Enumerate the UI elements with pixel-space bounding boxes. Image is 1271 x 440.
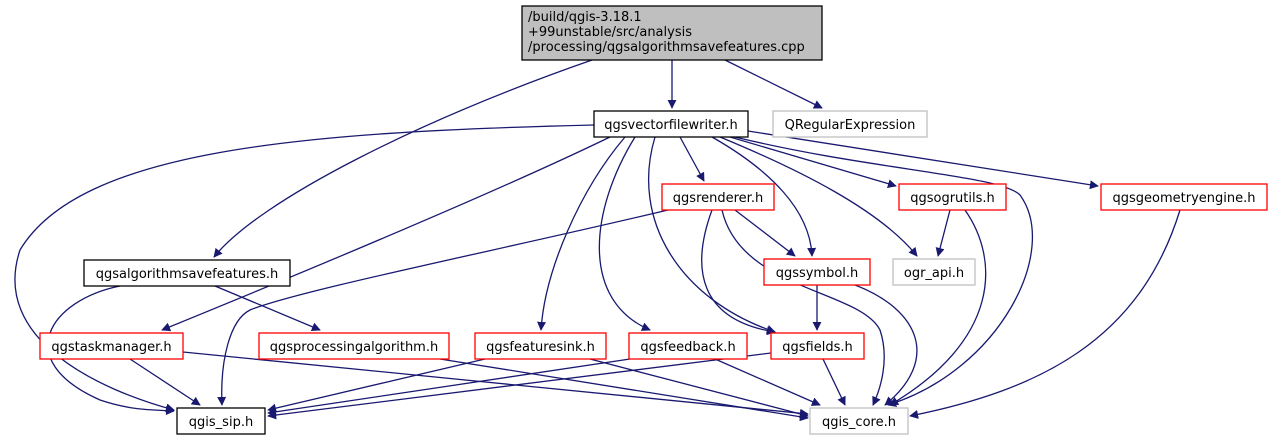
node-box (892, 258, 976, 286)
edge-geomeng-core (909, 209, 1181, 419)
edge-renderer-sip (217, 209, 669, 406)
node-label: qgsvectorfilewriter.h (604, 118, 738, 133)
edge-taskmgr-sip (129, 358, 201, 406)
node-label: qgis_sip.h (189, 415, 253, 430)
edge-root-qre (724, 59, 823, 109)
node-core: qgis_core.h (809, 407, 909, 435)
edge-vfw-ogrutils (729, 136, 897, 189)
node-label: +99unstable/src/analysis (528, 25, 692, 40)
edge-vfw-ograpi (719, 136, 918, 257)
node-label: qgsfeaturesink.h (486, 340, 595, 355)
node-box (474, 332, 607, 360)
node-label: qgsalgorithmsavefeatures.h (96, 267, 279, 282)
edges-layer (14, 59, 1181, 422)
node-sip[interactable]: qgis_sip.h (176, 407, 266, 435)
edge-fields-core (822, 358, 846, 406)
edge-vfw-geomeng (747, 130, 1099, 190)
edge-symbol-core (854, 284, 918, 406)
node-label: /build/qgis-3.18.1 (528, 10, 642, 25)
node-box (628, 332, 748, 360)
edge-feedback-sip (267, 358, 631, 417)
node-label: qgis_core.h (822, 415, 896, 430)
edge-renderer-core (721, 209, 885, 406)
edge-renderer-symbol (734, 209, 796, 257)
node-box (772, 110, 928, 138)
node-geomeng[interactable]: qgsgeometryengine.h (1100, 183, 1268, 211)
node-label: ogr_api.h (904, 266, 964, 281)
edge-vfw-renderer (679, 136, 705, 182)
node-ogrutils[interactable]: qgsogrutils.h (898, 183, 1007, 211)
edge-ogrutils-ograpi (935, 209, 951, 257)
node-label: qgstaskmanager.h (51, 340, 171, 355)
node-box (898, 183, 1007, 211)
node-label: qgsgeometryengine.h (1113, 191, 1256, 206)
node-box (176, 407, 266, 435)
edge-renderer-fields (701, 209, 776, 336)
edge-taskmgr-core (182, 351, 809, 418)
node-procalg[interactable]: qgsprocessingalgorithm.h (258, 332, 450, 360)
node-box (1100, 183, 1268, 211)
node-feedback[interactable]: qgsfeedback.h (628, 332, 748, 360)
node-box (83, 259, 291, 287)
node-label: qgsprocessingalgorithm.h (270, 340, 438, 355)
node-box (39, 332, 184, 360)
node-asf[interactable]: qgsalgorithmsavefeatures.h (83, 259, 291, 287)
edge-vfw-feedback (598, 136, 651, 331)
node-renderer[interactable]: qgsrenderer.h (661, 183, 775, 211)
node-featsink[interactable]: qgsfeaturesink.h (474, 332, 607, 360)
node-box (593, 110, 749, 138)
edge-vfw-sip (14, 124, 595, 413)
edge-root-asf (213, 59, 593, 258)
node-box (521, 5, 823, 61)
edge-asf-procalg (214, 285, 321, 332)
edge-vfw-taskmgr (161, 136, 611, 332)
node-ograpi: ogr_api.h (892, 258, 976, 286)
edge-vfw-featsink (537, 136, 626, 331)
edge-procalg-core (439, 358, 809, 422)
node-label: qgsrenderer.h (673, 191, 763, 206)
node-vfw[interactable]: qgsvectorfilewriter.h (593, 110, 749, 138)
edge-asf-sip (47, 285, 175, 416)
node-fields[interactable]: qgsfields.h (770, 332, 865, 360)
edge-vfw-symbol (711, 136, 817, 257)
node-box (770, 332, 865, 360)
node-qre: QRegularExpression (772, 110, 928, 138)
node-label: QRegularExpression (785, 118, 916, 133)
node-box (809, 407, 909, 435)
edge-ogrutils-core (889, 209, 987, 406)
node-label: qgsfeedback.h (640, 340, 735, 355)
edge-vfw-core (734, 136, 1034, 407)
node-taskmgr[interactable]: qgstaskmanager.h (39, 332, 184, 360)
node-box (661, 183, 775, 211)
edge-fields-sip (267, 352, 772, 420)
node-root[interactable]: /build/qgis-3.18.1+99unstable/src/analys… (521, 5, 823, 61)
nodes-layer: /build/qgis-3.18.1+99unstable/src/analys… (39, 5, 1268, 435)
edge-featsink-sip (267, 358, 486, 413)
node-label: qgssymbol.h (776, 266, 859, 281)
node-label: qgsfields.h (782, 340, 852, 355)
node-box (258, 332, 450, 360)
edge-featsink-core (589, 358, 809, 419)
edge-vfw-fields (647, 136, 776, 334)
node-symbol[interactable]: qgssymbol.h (763, 258, 871, 286)
node-box (763, 258, 871, 286)
node-label: qgsogrutils.h (910, 191, 995, 206)
edge-feedback-core (714, 358, 821, 406)
node-label: /processing/qgsalgorithmsavefeatures.cpp (528, 40, 805, 55)
